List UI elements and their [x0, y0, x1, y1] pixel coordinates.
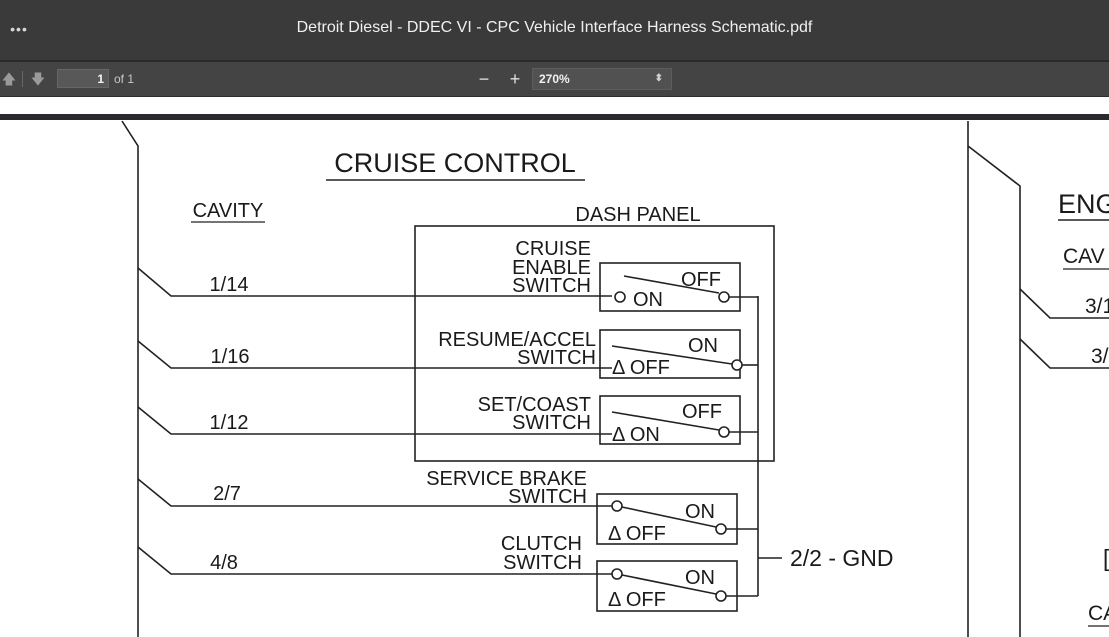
contact	[614, 291, 626, 303]
set-coast-switch: SET/COAST SWITCH OFF Δ ON	[478, 394, 758, 446]
wire-2-7	[137, 478, 612, 507]
partial-label: CA	[1088, 602, 1109, 625]
frame-right-border	[967, 145, 1021, 637]
cavity-header: CAVITY	[193, 200, 264, 222]
contact	[715, 590, 727, 602]
state-off: Δ OFF	[608, 523, 666, 545]
state-on: ON	[633, 289, 663, 311]
state-off: Δ OFF	[608, 589, 666, 611]
partial-label: [	[1103, 545, 1109, 571]
schematic-title: CRUISE CONTROL	[334, 148, 576, 178]
cruise-enable-switch: CRUISE ENABLE SWITCH OFF ON	[512, 238, 758, 312]
cavity-label: 4/8	[210, 552, 238, 574]
more-horizontal-icon[interactable]: •••	[10, 21, 28, 37]
arrow-up-icon[interactable]: 🡅	[1, 71, 17, 87]
contact	[731, 359, 743, 371]
cavity-label: 1/14	[210, 274, 249, 296]
document-title: Detroit Diesel - DDEC VI - CPC Vehicle I…	[296, 19, 813, 36]
cavity-label: 1/16	[211, 346, 250, 368]
wire-1-12	[137, 406, 612, 435]
state-off: OFF	[682, 401, 722, 423]
state-on: ON	[688, 335, 718, 357]
select-arrows-icon: ⬍	[654, 73, 663, 84]
wire-1-14	[137, 267, 612, 297]
switch-label: RESUME/ACCEL	[438, 329, 596, 351]
switch-label: CLUTCH	[501, 533, 582, 555]
switch-label: SWITCH	[503, 552, 582, 574]
state-on: Δ ON	[612, 424, 660, 446]
state-off: Δ OFF	[612, 357, 670, 379]
switch-blade	[611, 411, 720, 431]
switch-box	[599, 395, 741, 445]
arrow-down-icon[interactable]: 🡇	[30, 71, 46, 87]
partial-cavity-label: 3/1	[1085, 295, 1109, 318]
page-total: of 1	[114, 72, 135, 86]
switch-label: SWITCH	[512, 412, 591, 434]
switch-box	[599, 262, 741, 312]
service-brake-switch: SERVICE BRAKE SWITCH ON Δ OFF	[426, 468, 758, 545]
switch-label: SWITCH	[517, 347, 596, 369]
switch-label: SET/COAST	[478, 394, 591, 416]
zoom-value: 270%	[539, 72, 570, 86]
adjacent-section-partial: ENG CAV 3/1 3/ [ CA	[967, 145, 1109, 637]
contact	[715, 523, 727, 535]
contact	[718, 291, 730, 303]
schematic-drawing: CRUISE CONTROL CAVITY DASH PANEL 1/14 1/…	[0, 114, 1109, 637]
switch-label: CRUISE	[515, 238, 591, 260]
switch-label: SWITCH	[512, 275, 591, 297]
partial-wire	[1019, 338, 1109, 369]
page-number-input[interactable]	[57, 69, 109, 88]
contact	[718, 426, 730, 438]
page-border-band	[0, 114, 1109, 120]
partial-title: ENG	[1058, 189, 1109, 219]
switch-blade	[621, 506, 717, 528]
switch-label: ENABLE	[512, 257, 591, 279]
clutch-switch: CLUTCH SWITCH ON Δ OFF	[501, 533, 758, 612]
frame-left-border	[121, 120, 139, 637]
wire-4-8	[137, 546, 612, 575]
toolbar-divider	[22, 71, 23, 87]
state-off: OFF	[681, 269, 721, 291]
contact	[611, 500, 623, 512]
state-on: ON	[685, 501, 715, 523]
zoom-in-button[interactable]: +	[509, 69, 521, 89]
dash-panel-box	[414, 225, 775, 462]
partial-cavity-label: 3/	[1091, 345, 1109, 368]
cavity-label: 1/12	[210, 412, 249, 434]
switch-box	[596, 493, 738, 545]
switch-box	[596, 560, 738, 612]
contact	[611, 568, 623, 580]
zoom-select[interactable]: 270% ⬍	[532, 68, 672, 90]
resume-accel-switch: RESUME/ACCEL SWITCH ON Δ OFF	[438, 329, 758, 379]
pdf-page-view[interactable]: CRUISE CONTROL CAVITY DASH PANEL 1/14 1/…	[0, 97, 1109, 637]
switch-label: SWITCH	[508, 486, 587, 508]
partial-cavity-header: CAV	[1063, 245, 1105, 268]
ground-label: 2/2 - GND	[790, 545, 894, 571]
wire-1-16	[137, 340, 612, 369]
zoom-out-button[interactable]: −	[478, 69, 490, 89]
dash-panel-label: DASH PANEL	[575, 204, 700, 226]
switch-blade	[623, 275, 720, 294]
partial-wire	[1019, 288, 1109, 319]
title-bar: ••• Detroit Diesel - DDEC VI - CPC Vehic…	[0, 0, 1109, 62]
switch-blade	[611, 345, 733, 365]
switch-label: SERVICE BRAKE	[426, 468, 587, 490]
switch-blade	[621, 574, 717, 595]
switch-box	[599, 329, 741, 379]
state-on: ON	[685, 567, 715, 589]
cavity-label: 2/7	[213, 483, 241, 505]
